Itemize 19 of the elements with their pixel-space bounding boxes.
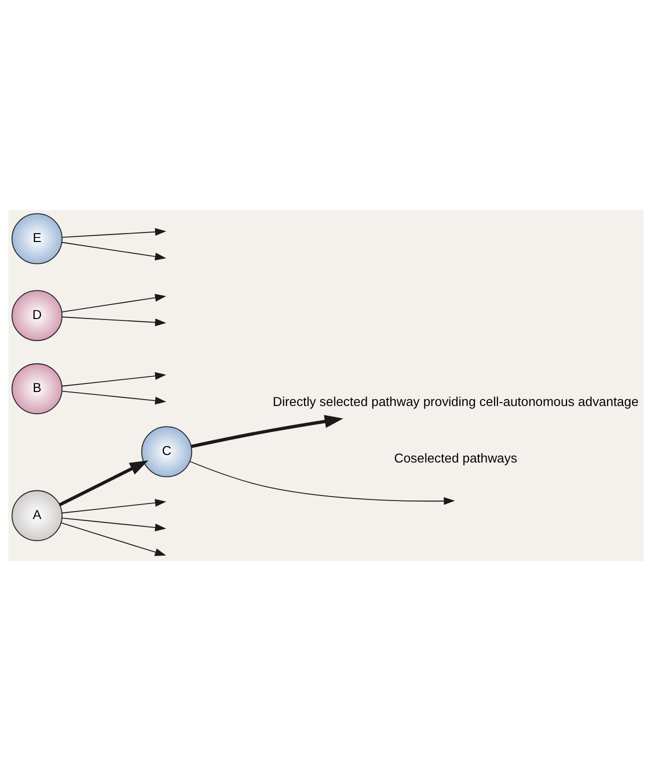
arrow	[189, 460, 455, 505]
arrow	[62, 499, 166, 514]
label: Coselected pathways	[394, 450, 518, 466]
arrow	[62, 294, 166, 312]
node-circle: C	[141, 426, 192, 478]
arrow	[62, 390, 166, 404]
arrow	[58, 460, 148, 506]
arrow	[191, 415, 344, 448]
node-circle: B	[12, 363, 63, 414]
arrow	[62, 316, 166, 326]
arrow	[62, 228, 166, 238]
arrow	[62, 518, 166, 532]
arrow	[62, 372, 166, 387]
node-circle: D	[12, 290, 63, 342]
node-circle: A	[12, 490, 63, 542]
arrow	[60, 522, 166, 556]
node-circle: E	[12, 213, 63, 264]
node-text: Directly selected pathway providing cell-autonomous advantage	[272, 394, 639, 410]
arrow	[62, 242, 166, 260]
